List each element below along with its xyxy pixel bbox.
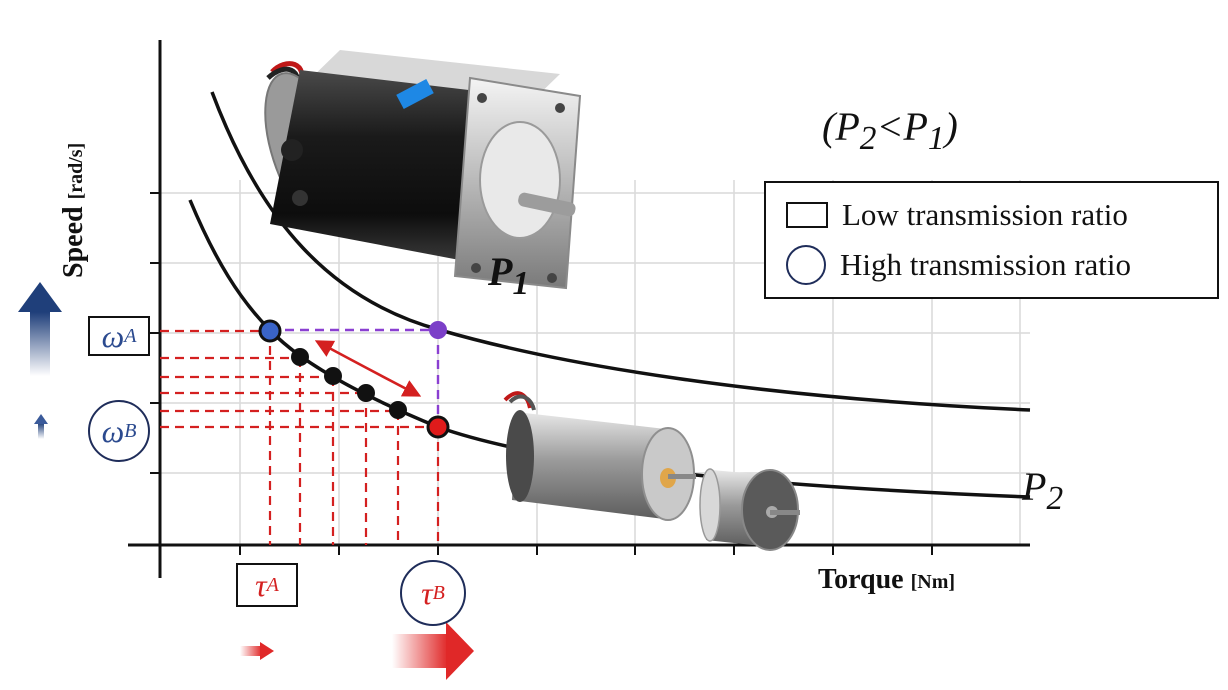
power-relation-note: (P2<P1) [822,104,958,157]
point-purple [429,321,447,339]
operating-points [258,319,450,439]
arrow-up-icon [18,282,62,376]
point-black [357,384,375,402]
y-axis-label: Speed [rad/s] [58,142,89,278]
point-black [389,401,407,419]
legend-label-low: Low transmission ratio [842,197,1128,232]
legend-item-high: High transmission ratio [786,243,1131,287]
arrow-up-icon [34,414,48,439]
point-black [324,367,342,385]
axes [128,40,1030,578]
dc-motor-large-icon [264,50,582,290]
point-black [291,348,309,366]
double-arrow-icon [314,340,422,397]
p2-curve-label: P2 [1022,464,1064,517]
arrow-right-icon [240,642,274,660]
x-axis-label: Torque [Nm] [818,564,956,595]
circle-icon [786,245,826,285]
dc-motor-small-icon [503,391,696,521]
dc-motor-small-icon [699,468,800,551]
purple-dashed-guides [270,328,440,427]
arrow-right-icon [392,622,474,680]
square-icon [786,202,828,228]
p1-curve-label: P1 [488,249,530,302]
point-red [426,415,450,439]
point-blue [258,319,282,343]
legend: Low transmission ratio High transmission… [764,181,1219,299]
legend-item-low: Low transmission ratio [786,193,1128,237]
legend-label-high: High transmission ratio [840,247,1132,282]
